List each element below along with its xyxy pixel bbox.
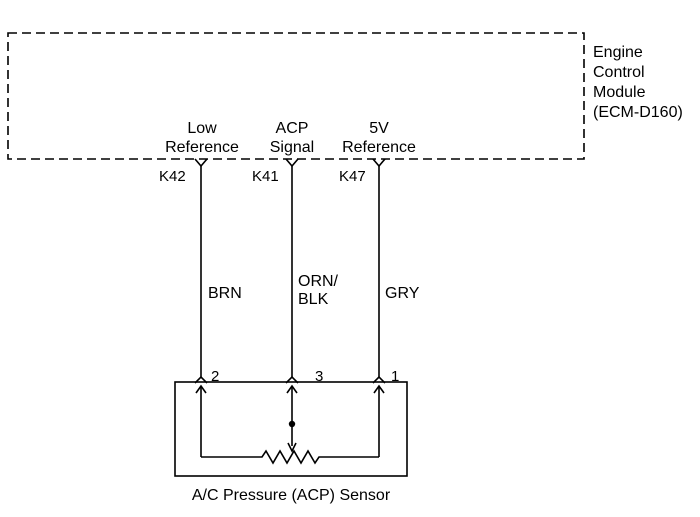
sensor-terminal-3 xyxy=(285,375,299,384)
potentiometer-wiper-arrow xyxy=(287,442,297,453)
circuit-5v-reference-label-line-1: 5V xyxy=(369,120,389,137)
wire-color-brn: BRN xyxy=(208,285,242,302)
sensor-terminal-1 xyxy=(372,375,386,384)
ecm-terminal-k47 xyxy=(372,158,386,168)
circuit-acp-signal-label-line-1: ACP xyxy=(276,120,309,137)
sensor-pin-3: 3 xyxy=(315,368,323,385)
wire-color-gry: GRY xyxy=(385,285,420,302)
module-pin-k42: K42 xyxy=(159,168,186,185)
sensor-junction-dot xyxy=(288,420,296,428)
wire-color-orn-blk-line-2: BLK xyxy=(298,291,329,308)
circuit-acp-signal-label-line-2: Signal xyxy=(270,139,314,156)
circuit-5v-reference-label-line-2: Reference xyxy=(342,139,416,156)
ecm-name-line-2: Control xyxy=(593,64,645,81)
ecm-name-line-3: Module xyxy=(593,84,646,101)
module-pin-k41: K41 xyxy=(252,168,279,185)
ecm-terminal-k41 xyxy=(285,158,299,168)
sensor-boundary xyxy=(174,381,408,477)
module-pin-k47: K47 xyxy=(339,168,366,185)
sensor-pin-2: 2 xyxy=(211,368,219,385)
ecm-terminal-k42 xyxy=(194,158,208,168)
sensor-pin-1: 1 xyxy=(391,368,399,385)
ecm-boundary xyxy=(7,32,585,160)
sensor-name: A/C Pressure (ACP) Sensor xyxy=(192,487,391,504)
circuit-low-reference-label-line-1: Low xyxy=(187,120,217,137)
potentiometer-resistor xyxy=(201,449,379,465)
ecm-name-line-1: Engine xyxy=(593,44,643,61)
ecm-name-line-4: (ECM-D160) xyxy=(593,104,683,121)
sensor-terminal-2 xyxy=(194,375,208,384)
wire-color-orn-blk-line-1: ORN/ xyxy=(298,273,339,290)
circuit-low-reference-label-line-2: Reference xyxy=(165,139,239,156)
